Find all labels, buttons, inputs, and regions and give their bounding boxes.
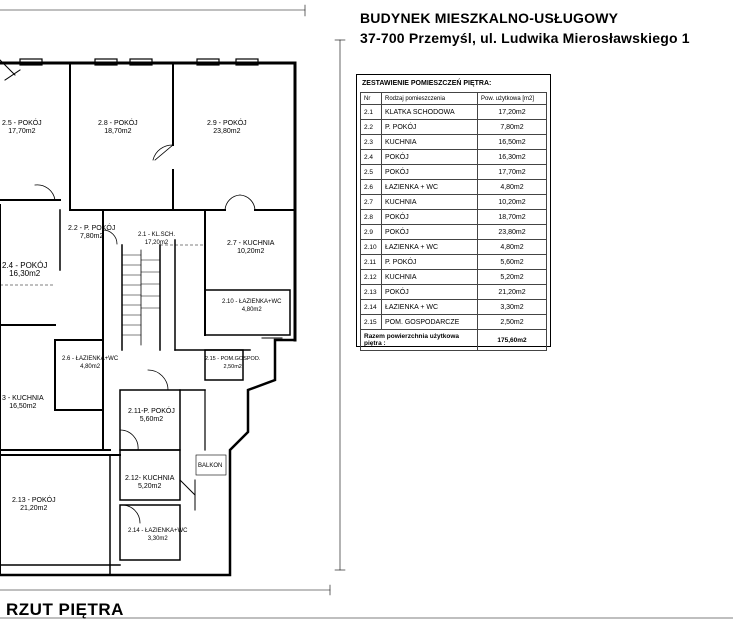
row-name: POKÓJ: [381, 149, 478, 165]
row-nr: 2.1: [360, 104, 382, 120]
total-value: 175,60m2: [477, 329, 547, 351]
row-nr: 2.5: [360, 164, 382, 180]
row-area: 7,80m2: [477, 119, 547, 135]
row-area: 4,80m2: [477, 179, 547, 195]
row-name: KUCHNIA: [381, 269, 478, 285]
col-header-type: Rodzaj pomieszczenia: [381, 92, 478, 105]
row-nr: 2.11: [360, 254, 382, 270]
row-area: 10,20m2: [477, 194, 547, 210]
building-title: BUDYNEK MIESZKALNO-USŁUGOWY: [360, 10, 619, 26]
row-name: POKÓJ: [381, 209, 478, 225]
table-total-row: Razem powierzchnia użytkowa piętra : 175…: [360, 329, 547, 351]
row-nr: 2.14: [360, 299, 382, 315]
row-nr: 2.6: [360, 179, 382, 195]
floor-plan-caption: RZUT PIĘTRA: [6, 600, 124, 619]
row-name: ŁAZIENKA + WC: [381, 179, 478, 195]
table-title: ZESTAWIENIE POMIESZCZEŃ PIĘTRA:: [362, 80, 492, 87]
row-nr: 2.13: [360, 284, 382, 300]
row-name: KUCHNIA: [381, 134, 478, 150]
row-name: ŁAZIENKA + WC: [381, 239, 478, 255]
row-nr: 2.7: [360, 194, 382, 210]
row-area: 3,30m2: [477, 299, 547, 315]
total-label: Razem powierzchnia użytkowa piętra :: [360, 329, 478, 351]
row-nr: 2.15: [360, 314, 382, 330]
row-name: P. POKÓJ: [381, 254, 478, 270]
row-area: 4,80m2: [477, 239, 547, 255]
row-name: POM. GOSPODARCZE: [381, 314, 478, 330]
row-name: KUCHNIA: [381, 194, 478, 210]
row-area: 16,50m2: [477, 134, 547, 150]
row-nr: 2.10: [360, 239, 382, 255]
row-area: 2,50m2: [477, 314, 547, 330]
balcony-label: BALKON: [198, 463, 223, 469]
row-name: P. POKÓJ: [381, 119, 478, 135]
row-name: ŁAZIENKA + WC: [381, 299, 478, 315]
rooms-summary-table: ZESTAWIENIE POMIESZCZEŃ PIĘTRA: Nr Rodza…: [356, 74, 551, 351]
room-label-2-1: 2.1 - KL.SCH.17,20m2: [138, 232, 176, 246]
row-nr: 2.8: [360, 209, 382, 225]
row-nr: 2.2: [360, 119, 382, 135]
row-nr: 2.3: [360, 134, 382, 150]
row-name: KLATKA SCHODOWA: [381, 104, 478, 120]
row-name: POKÓJ: [381, 284, 478, 300]
row-area: 17,70m2: [477, 164, 547, 180]
row-area: 5,20m2: [477, 269, 547, 285]
col-header-nr: Nr: [360, 92, 382, 105]
row-area: 5,60m2: [477, 254, 547, 270]
rooms-table: Nr Rodzaj pomieszczenia Pow. użytkowa [m…: [360, 92, 547, 351]
row-name: POKÓJ: [381, 164, 478, 180]
row-area: 18,70m2: [477, 209, 547, 225]
row-area: 17,20m2: [477, 104, 547, 120]
building-address: 37-700 Przemyśl, ul. Ludwika Mierosławsk…: [360, 30, 690, 46]
row-name: POKÓJ: [381, 224, 478, 240]
row-nr: 2.9: [360, 224, 382, 240]
row-area: 21,20m2: [477, 284, 547, 300]
col-header-area: Pow. użytkowa [m2]: [477, 92, 547, 105]
row-area: 16,30m2: [477, 149, 547, 165]
row-nr: 2.12: [360, 269, 382, 285]
room-label-2-15: 2.15 - POM.GOSPOD.2,50m2: [205, 356, 261, 370]
row-nr: 2.4: [360, 149, 382, 165]
row-area: 23,80m2: [477, 224, 547, 240]
